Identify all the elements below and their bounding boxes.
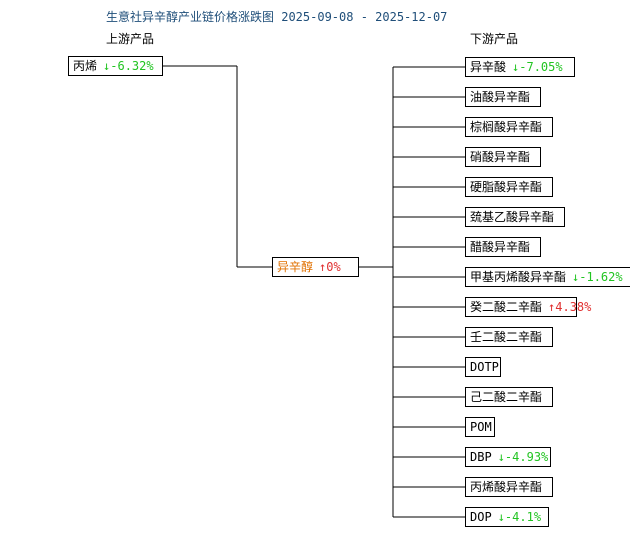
node-upstream-propylene[interactable]: 丙烯 ↓-6.32% (68, 56, 163, 76)
node-name: 硝酸异辛酯 (470, 150, 531, 164)
node-change: -6.32% (110, 59, 154, 73)
node-downstream-10[interactable]: DOTP (465, 357, 501, 377)
node-downstream-9[interactable]: 壬二酸二辛酯 (465, 327, 553, 347)
node-downstream-2[interactable]: 棕榈酸异辛酯 (465, 117, 553, 137)
node-downstream-7[interactable]: 甲基丙烯酸异辛酯 ↓-1.62% (465, 267, 630, 287)
change-down-arrow-icon: ↓ (572, 270, 580, 284)
node-name: DOTP (470, 360, 499, 374)
upstream-header: 上游产品 (106, 32, 155, 46)
change-up-arrow-icon: ↑ (548, 300, 556, 314)
node-center-2eh[interactable]: 异辛醇 ↑0% (272, 257, 359, 277)
change-down-arrow-icon: ↓ (512, 60, 520, 74)
node-downstream-4[interactable]: 硬脂酸异辛酯 (465, 177, 553, 197)
node-name: DBP (470, 450, 492, 464)
node-name: 醋酸异辛酯 (470, 240, 531, 254)
change-down-arrow-icon: ↓ (497, 510, 505, 524)
node-name: 油酸异辛酯 (470, 90, 531, 104)
node-downstream-11[interactable]: 己二酸二辛酯 (465, 387, 553, 407)
node-name: 己二酸二辛酯 (470, 390, 543, 404)
node-name: POM (470, 420, 492, 434)
node-name: 异辛醇 (277, 260, 314, 274)
node-name: 癸二酸二辛酯 (470, 300, 543, 314)
downstream-header: 下游产品 (470, 32, 519, 46)
node-name: 壬二酸二辛酯 (470, 330, 543, 344)
node-name: 巯基乙酸异辛酯 (470, 210, 555, 224)
node-downstream-0[interactable]: 异辛酸 ↓-7.05% (465, 57, 575, 77)
change-up-arrow-icon: ↑ (319, 260, 327, 274)
node-downstream-15[interactable]: DOP ↓-4.1% (465, 507, 549, 527)
node-downstream-5[interactable]: 巯基乙酸异辛酯 (465, 207, 565, 227)
node-name: 棕榈酸异辛酯 (470, 120, 543, 134)
node-downstream-6[interactable]: 醋酸异辛酯 (465, 237, 541, 257)
node-downstream-1[interactable]: 油酸异辛酯 (465, 87, 541, 107)
node-name: 丙烯 (73, 59, 98, 73)
change-down-arrow-icon: ↓ (103, 59, 111, 73)
node-change: -7.05% (519, 60, 563, 74)
node-change: 4.38% (555, 300, 592, 314)
node-downstream-13[interactable]: DBP ↓-4.93% (465, 447, 551, 467)
node-name: 异辛酸 (470, 60, 507, 74)
node-change: -4.1% (504, 510, 542, 524)
node-name: 甲基丙烯酸异辛酯 (470, 270, 567, 284)
node-name: 丙烯酸异辛酯 (470, 480, 543, 494)
node-downstream-14[interactable]: 丙烯酸异辛酯 (465, 477, 553, 497)
chart-title: 生意社异辛醇产业链价格涨跌图 2025-09-08 - 2025-12-07 (106, 10, 448, 24)
node-downstream-3[interactable]: 硝酸异辛酯 (465, 147, 541, 167)
node-name: DOP (470, 510, 492, 524)
node-name: 硬脂酸异辛酯 (470, 180, 543, 194)
node-change: -1.62% (579, 270, 623, 284)
node-downstream-12[interactable]: POM (465, 417, 495, 437)
node-change: -4.93% (504, 450, 549, 464)
node-downstream-8[interactable]: 癸二酸二辛酯 ↑4.38% (465, 297, 591, 317)
node-change: 0% (326, 260, 341, 274)
change-down-arrow-icon: ↓ (497, 450, 505, 464)
